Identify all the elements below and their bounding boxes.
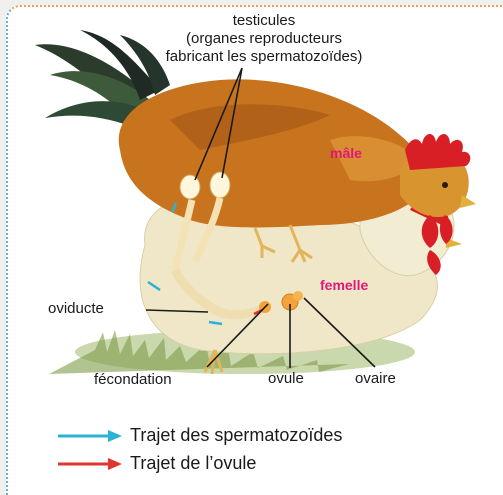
fecondation-label: fécondation <box>94 371 172 389</box>
legend-ovule-path: Trajet de l’ovule <box>130 453 256 474</box>
male-label: mâle <box>330 144 362 162</box>
legend-arrows <box>58 430 122 470</box>
oviducte-label: oviducte <box>48 300 104 318</box>
ovaire-label: ovaire <box>355 370 396 388</box>
testicules-desc-line2: fabricant les spermatozoïdes) <box>156 48 372 66</box>
legend-sperm-path: Trajet des spermatozoïdes <box>130 425 342 446</box>
ovule-label: ovule <box>268 370 304 388</box>
testicules-desc-line1: (organes reproducteurs <box>156 30 372 48</box>
testicules-label: testicules (organes reproducteurs fabric… <box>156 12 372 66</box>
femelle-label: femelle <box>320 276 368 294</box>
testicules-title: testicules <box>156 12 372 30</box>
